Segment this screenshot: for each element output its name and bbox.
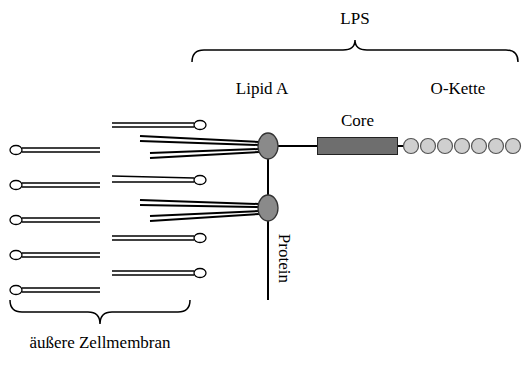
bottom-brace — [10, 300, 190, 324]
core-label: Core — [317, 112, 398, 131]
part-label: Lipid A — [236, 80, 288, 99]
group-label: äußere Zellmembran — [29, 334, 170, 353]
top-brace — [192, 40, 518, 62]
lipid-a-tails — [140, 136, 259, 221]
core-rect — [317, 137, 398, 155]
membrane-lipids — [22, 123, 194, 292]
lipid-heads — [10, 121, 206, 295]
lipid-a-sugars — [258, 133, 278, 221]
group-label: LPS — [340, 10, 369, 29]
backbone-lines — [268, 146, 403, 300]
part-label: Protein — [275, 233, 294, 282]
part-label: O-Kette — [431, 80, 486, 99]
o-chain-sugars — [404, 139, 521, 154]
core-block: Core — [317, 112, 398, 155]
